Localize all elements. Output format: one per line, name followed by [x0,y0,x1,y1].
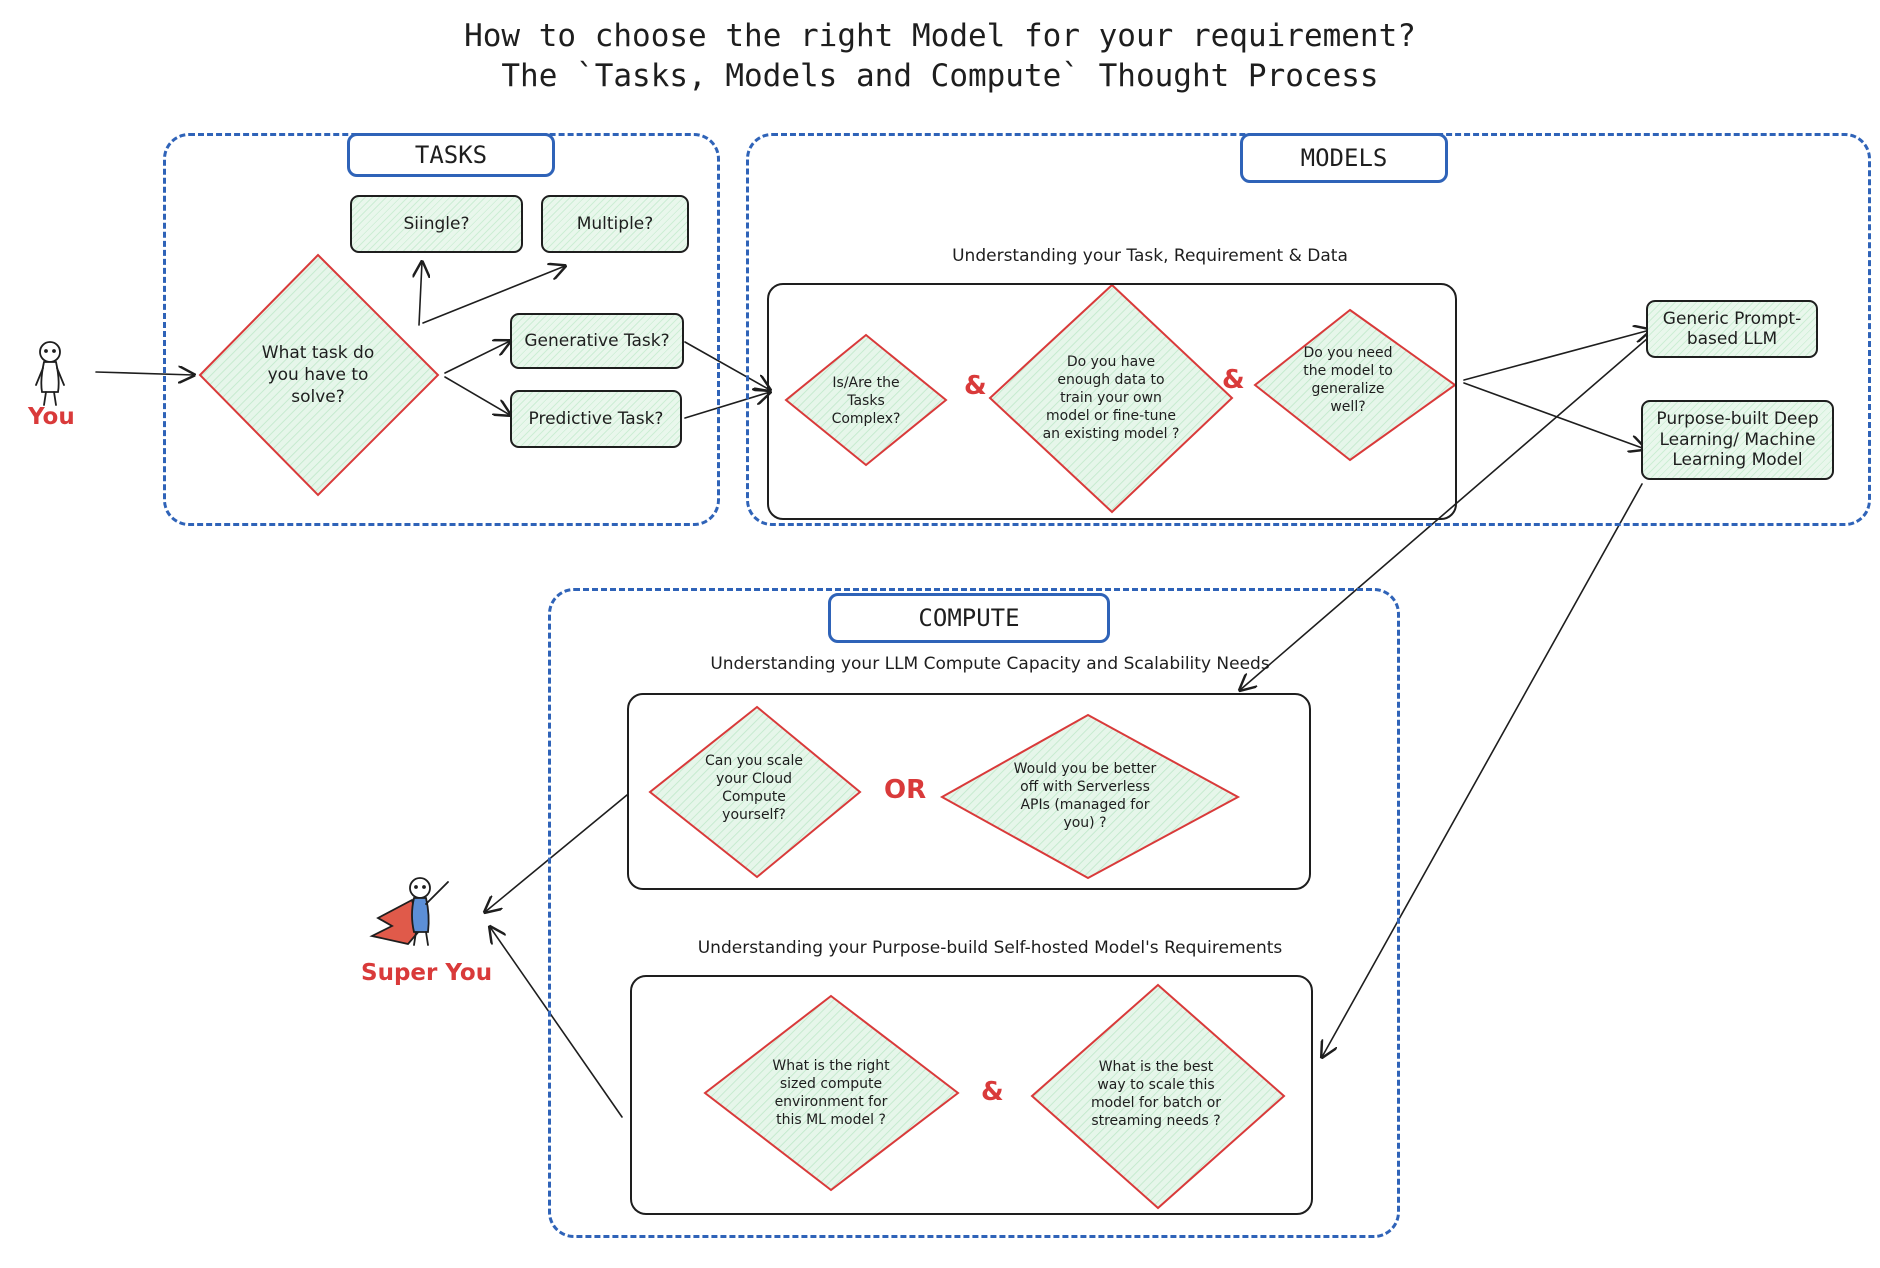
single-task-box: Siingle? [350,195,523,253]
generic-llm-box: Generic Prompt-based LLM [1646,300,1818,358]
arrow-you-to-task [95,372,194,375]
super-you-label: Super You [361,960,493,986]
decision-diamond-right-size [703,994,960,1192]
arrow-generative-to-models [684,341,770,390]
and-operator-2: & [1222,365,1245,395]
you-figure-icon [35,341,65,406]
compute-region [548,588,1400,1238]
complex-question: Is/Are the Tasks Complex? [831,374,901,428]
arrow-purpose-to-self-hosted [1322,483,1643,1057]
decision-diamond-generalize [1253,308,1457,462]
page-subtitle: The `Tasks, Models and Compute` Thought … [501,58,1379,94]
decision-diamond-what-task [198,253,440,497]
and-operator-3: & [981,1077,1004,1107]
arrow-predictive-to-models [684,392,770,419]
arrow-task-to-predictive [444,376,510,415]
arrow-models-to-generic [1463,330,1650,381]
super-you-figure-icon [369,877,449,946]
models-subheading: Understanding your Task, Requirement & D… [952,246,1348,266]
best-scale-question: What is the best way to scale this model… [1090,1058,1222,1130]
models-section-label: MODELS [1240,133,1448,183]
multiple-task-box: Multiple? [541,195,689,253]
enough-data-question: Do you have enough data to train your ow… [1042,353,1180,443]
llm-compute-heading: Understanding your LLM Compute Capacity … [710,654,1270,674]
or-operator: OR [884,775,927,805]
decision-diamond-enough-data [988,283,1234,514]
arrow-task-to-multiple [422,266,565,324]
arrow-models-to-purpose [1463,382,1645,449]
generalize-question: Do you need the model to generalize well… [1303,344,1393,416]
right-size-question: What is the right sized compute environm… [772,1057,890,1129]
decision-diamond-best-scale [1030,983,1286,1210]
decision-diamond-serverless [939,713,1241,880]
serverless-question: Would you be better off with Serverless … [1013,760,1157,832]
page-title: How to choose the right Model for your r… [464,18,1416,54]
decision-diamond-scale-cloud [648,705,862,879]
decision-diamond-complex [784,333,948,467]
compute-section-label: COMPUTE [828,593,1110,643]
self-hosted-box [630,975,1313,1215]
arrow-self-hosted-to-super-you [490,927,623,1118]
generative-task-box: Generative Task? [510,313,684,369]
and-operator-1: & [964,371,987,401]
purpose-built-model-box: Purpose-built Deep Learning/ Machine Lea… [1641,400,1834,480]
models-analysis-box [767,283,1457,520]
llm-compute-box [627,693,1311,890]
what-task-question: What task do you have to solve? [261,342,375,408]
you-label: You [28,404,75,430]
arrow-llm-compute-to-super-you [485,794,628,912]
self-hosted-heading: Understanding your Purpose-build Self-ho… [697,938,1283,958]
arrow-task-to-generative [444,341,510,374]
arrow-task-to-single [419,262,422,326]
tasks-section-label: TASKS [347,133,555,177]
predictive-task-box: Predictive Task? [510,390,682,448]
scale-cloud-question: Can you scale your Cloud Compute yoursel… [705,752,803,824]
